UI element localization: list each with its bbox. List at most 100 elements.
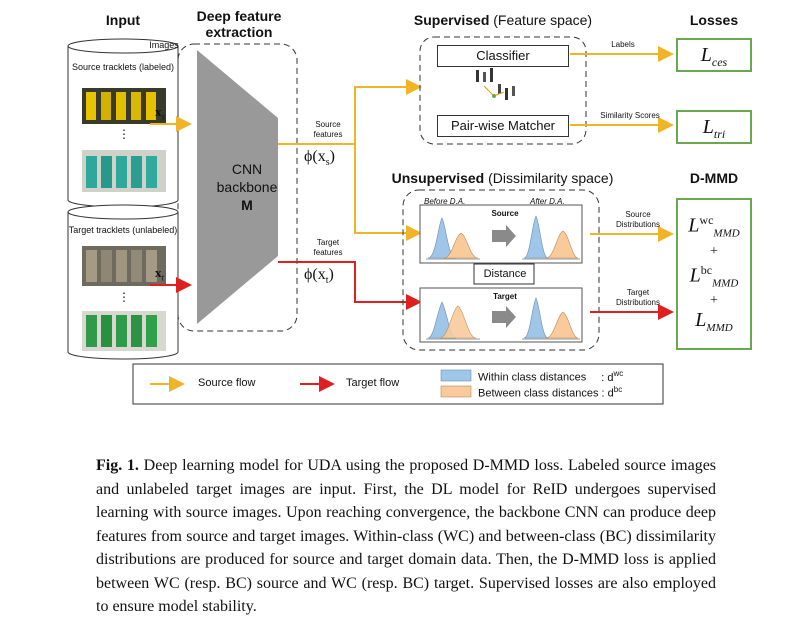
before-da-label: Before D.A. — [424, 197, 466, 206]
legend-within-sym: : d — [601, 371, 614, 384]
labels-edge-label: Labels — [611, 40, 635, 49]
unsupervised-header-rest: (Dissimilarity space) — [488, 170, 614, 186]
backbone-container — [177, 43, 298, 332]
dmmd-bc-l: L — [689, 264, 701, 287]
feature-cluster-icon — [476, 68, 515, 100]
source-to-unsupervised-flow — [354, 144, 422, 241]
legend-source-flow: Source flow — [198, 377, 256, 389]
source-distributions-label: Source Distributions — [615, 210, 660, 229]
target-features-label: Target features — [313, 238, 343, 257]
backbone-line3: M — [241, 197, 253, 213]
caption-text: Deep learning model for UDA using the pr… — [96, 457, 717, 615]
legend-within: Within class distances : dwc — [478, 369, 623, 384]
target-transform-arrow — [492, 306, 516, 328]
supervised-header-rest: (Feature space) — [493, 12, 593, 28]
similarity-edge-label: Similarity Scores — [600, 111, 660, 120]
xs-sub: s — [161, 111, 166, 122]
source-image-strip-2 — [82, 150, 166, 192]
target-image-strip-2 — [82, 311, 166, 351]
losses-header: Losses — [689, 12, 739, 28]
figure-caption: Fig. 1. Deep learning model for UDA usin… — [96, 454, 716, 619]
dmmd-bc-term: LbcMMD — [678, 260, 750, 294]
xs-label: xs — [155, 104, 165, 122]
phi-xs: ϕ(xs) — [304, 148, 335, 168]
legend-box — [132, 363, 664, 405]
unsupervised-container — [402, 189, 600, 351]
distance-label: Distance — [483, 268, 527, 280]
source-features-label: Source features — [313, 120, 343, 139]
dmmd-bc-sub: MMD — [712, 277, 739, 290]
legend-target-flow: Target flow — [346, 377, 400, 389]
source-hist-before — [426, 217, 480, 260]
dmmd-wc-l: L — [688, 214, 700, 237]
target-sub-label: Target — [493, 292, 517, 301]
tri-l: L — [702, 116, 714, 138]
source-image-strip-1 — [82, 88, 166, 124]
target-hist-after — [522, 297, 580, 340]
dmmd-header: D-MMD — [689, 170, 739, 186]
legend-between-text: Between class distances — [478, 387, 599, 400]
legend-within-sup: wc — [613, 369, 624, 378]
dmmd-mmd-l: L — [695, 309, 707, 332]
source-feature-flow — [278, 79, 422, 145]
dmmd-wc-sub: MMD — [713, 227, 740, 240]
after-da-label: After D.A. — [530, 197, 565, 206]
dmmd-bc-sup: bc — [700, 262, 713, 277]
xt-sub: t — [161, 272, 165, 283]
classifier-box: Classifier — [437, 45, 569, 67]
legend-within-swatch — [440, 369, 472, 382]
phi-xs-main: ϕ(x — [304, 148, 326, 165]
distance-box — [473, 263, 535, 285]
source-tracklets-label: Source tracklets (labeled) — [71, 62, 175, 72]
phi-xs-close: ) — [329, 148, 335, 165]
caption-label: Fig. 1. — [96, 457, 139, 474]
xt-label: xt — [155, 265, 164, 283]
backbone-label: CNN backbone M — [212, 160, 282, 214]
dmmd-loss-box: LwcMMD + LbcMMD + LMMD — [676, 198, 752, 350]
dmmd-plus-1: + — [710, 243, 718, 259]
phi-xt: ϕ(xt) — [304, 266, 334, 286]
source-transform-arrow — [492, 225, 516, 247]
target-hist-before — [426, 301, 480, 340]
target-distributions-label: Target Distributions — [615, 288, 660, 307]
ces-loss-box: Lces — [676, 38, 752, 72]
source-hist-after — [522, 215, 580, 260]
phi-xt-close: ) — [328, 266, 334, 283]
backbone-line2: backbone — [216, 179, 278, 195]
supervised-header: Supervised (Feature space) — [408, 12, 598, 28]
phi-xt-sub: t — [325, 275, 329, 287]
target-dots: ⋮ — [118, 290, 130, 304]
dmmd-wc-term: LwcMMD — [678, 210, 750, 244]
legend-between-sup: bc — [613, 385, 623, 394]
supervised-header-bold: Supervised — [413, 12, 490, 28]
deep-feature-header: Deep feature extraction — [196, 8, 282, 40]
unsupervised-header: Unsupervised (Dissimilarity space) — [390, 170, 615, 186]
source-dots: ⋮ — [118, 127, 130, 141]
dmmd-mmd-term: LMMD — [678, 309, 750, 339]
phi-xt-main: ϕ(x — [304, 266, 326, 283]
legend-between: Between class distances : dbc — [478, 385, 622, 400]
source-sub-label: Source — [491, 209, 519, 218]
tri-loss-box: Ltri — [676, 110, 752, 144]
target-image-strip-1 — [82, 246, 166, 286]
input-header: Input — [105, 12, 141, 28]
pairwise-matcher-box: Pair-wise Matcher — [437, 115, 569, 137]
dmmd-wc-sup: wc — [699, 213, 714, 227]
target-feature-flow — [278, 261, 422, 310]
tri-sub: tri — [713, 127, 726, 141]
unsupervised-header-bold: Unsupervised — [391, 170, 485, 186]
phi-xs-sub: s — [325, 157, 330, 169]
xs-x: x — [155, 104, 162, 119]
xt-x: x — [155, 265, 162, 280]
legend-within-text: Within class distances — [478, 371, 587, 384]
backbone-line1: CNN — [231, 161, 263, 177]
dmmd-mmd-sub: MMD — [706, 322, 733, 335]
ces-sub: ces — [711, 55, 728, 69]
ces-l: L — [700, 44, 712, 66]
images-label: Images — [149, 40, 179, 50]
cnn-backbone-shape — [197, 50, 278, 324]
target-tracklets-label: Target tracklets (unlabeled) — [68, 225, 178, 235]
legend-between-sym: : d — [601, 387, 614, 400]
dmmd-plus-2: + — [710, 293, 718, 309]
